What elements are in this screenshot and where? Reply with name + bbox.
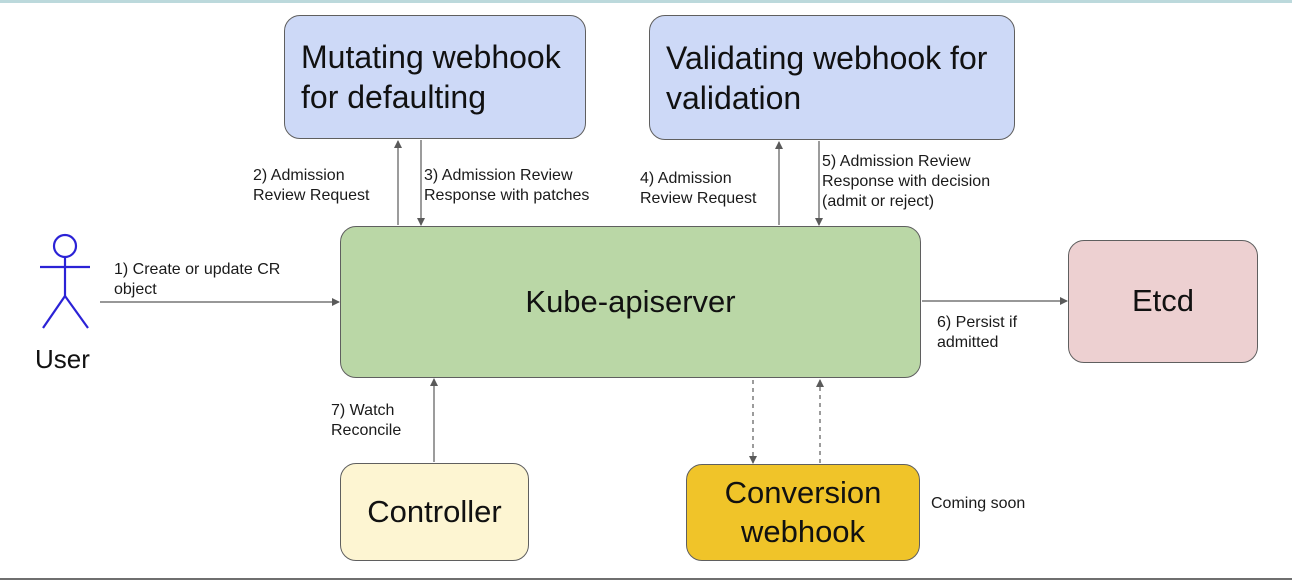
- etcd-label: Etcd: [1131, 283, 1195, 319]
- conversion-webhook-box: Conversion webhook: [686, 464, 920, 561]
- controller-label: Controller: [367, 493, 502, 529]
- validating-webhook-label: Validating webhook for validation: [666, 39, 988, 116]
- etcd-box: Etcd: [1068, 240, 1258, 363]
- bottom-border: [0, 578, 1292, 580]
- edge-label-3: 3) Admission Review Response with patche…: [424, 167, 590, 204]
- kube-apiserver-box: Kube-apiserver: [340, 226, 921, 378]
- controller-box: Controller: [340, 463, 529, 561]
- edge-label-6: 6) Persist if admitted: [937, 314, 1018, 351]
- top-border: [0, 0, 1292, 3]
- edge-label-1: 1) Create or update CR object: [114, 261, 281, 298]
- coming-soon-note: Coming soon: [931, 495, 1026, 512]
- edge-label-7: 7) Watch Reconcile: [331, 402, 402, 439]
- mutating-webhook-box: Mutating webhook for defaulting: [284, 15, 586, 139]
- conversion-webhook-label: Conversion webhook: [724, 474, 882, 549]
- mutating-webhook-label: Mutating webhook for defaulting: [301, 39, 561, 115]
- edge-label-5: 5) Admission Review Response with decisi…: [822, 153, 991, 210]
- user-label: User: [35, 344, 90, 374]
- validating-webhook-box: Validating webhook for validation: [649, 15, 1015, 140]
- edge-label-2: 2) Admission Review Request: [253, 167, 370, 204]
- stick-figure-icon: [40, 233, 90, 329]
- edge-label-4: 4) Admission Review Request: [640, 170, 757, 207]
- kube-apiserver-label: Kube-apiserver: [525, 283, 736, 319]
